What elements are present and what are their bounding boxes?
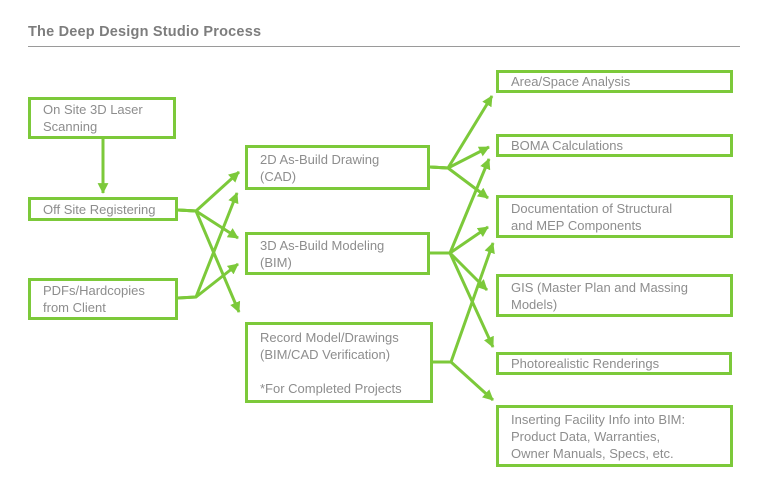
node-offsite-registering: Off Site Registering [28, 197, 178, 221]
node-gis-master-plan: GIS (Master Plan and Massing Models) [496, 274, 733, 317]
node-label: Photorealistic Renderings [511, 356, 660, 371]
arrow-pdfs-to-bim3d [177, 262, 239, 300]
arrow-bim3d-to-photo [430, 251, 495, 348]
node-label: GIS (Master Plan and Massing Models) [511, 279, 689, 312]
node-label: Inserting Facility Info into BIM: Produc… [511, 411, 686, 461]
arrow-pdfs-to-cad2d [177, 192, 239, 300]
node-pdfs-hardcopies: PDFs/Hardcopies from Client [28, 278, 178, 320]
node-documentation-structural-mep: Documentation of Structural and MEP Comp… [496, 195, 733, 238]
node-2d-asbuild-cad: 2D As-Build Drawing (CAD) [245, 145, 430, 190]
node-label: 2D As-Build Drawing (CAD) [260, 151, 380, 184]
node-label: On Site 3D Laser Scanning [43, 102, 143, 134]
node-facility-info-bim: Inserting Facility Info into BIM: Produc… [496, 405, 733, 467]
arrow-bim3d-to-boma [430, 158, 491, 255]
node-label: BOMA Calculations [511, 138, 623, 153]
node-label: Documentation of Structural and MEP Comp… [511, 200, 673, 233]
node-label: Record Model/Drawings (BIM/CAD Verificat… [260, 329, 402, 396]
page-title: The Deep Design Studio Process [28, 24, 740, 47]
node-label: Off Site Registering [43, 201, 156, 217]
node-onsite-laser-scanning: On Site 3D Laser Scanning [28, 97, 176, 139]
node-record-model-drawings: Record Model/Drawings (BIM/CAD Verificat… [245, 322, 433, 403]
node-area-space-analysis: Area/Space Analysis [496, 70, 733, 93]
arrow-bim3d-to-gis [430, 251, 489, 292]
node-label: 3D As-Build Modeling (BIM) [260, 237, 385, 270]
node-3d-asbuild-bim: 3D As-Build Modeling (BIM) [245, 232, 430, 275]
arrow-record-to-facility [433, 360, 495, 402]
arrow-cad2d-to-area [429, 95, 494, 170]
node-label: PDFs/Hardcopies from Client [43, 283, 145, 315]
node-label: Area/Space Analysis [511, 74, 631, 89]
arrow-offsite-to-cad2d [177, 170, 241, 213]
arrow-cad2d-to-doc [429, 165, 489, 200]
arrow-cad2d-to-boma [429, 145, 490, 170]
node-photorealistic-renderings: Photorealistic Renderings [496, 352, 732, 375]
node-boma-calculations: BOMA Calculations [496, 134, 733, 157]
arrow-offsite-to-record [177, 208, 241, 313]
arrow-offsite-to-bim3d [177, 208, 239, 240]
arrow-bim3d-to-doc [430, 225, 489, 255]
arrow-record-to-doc [433, 242, 495, 364]
